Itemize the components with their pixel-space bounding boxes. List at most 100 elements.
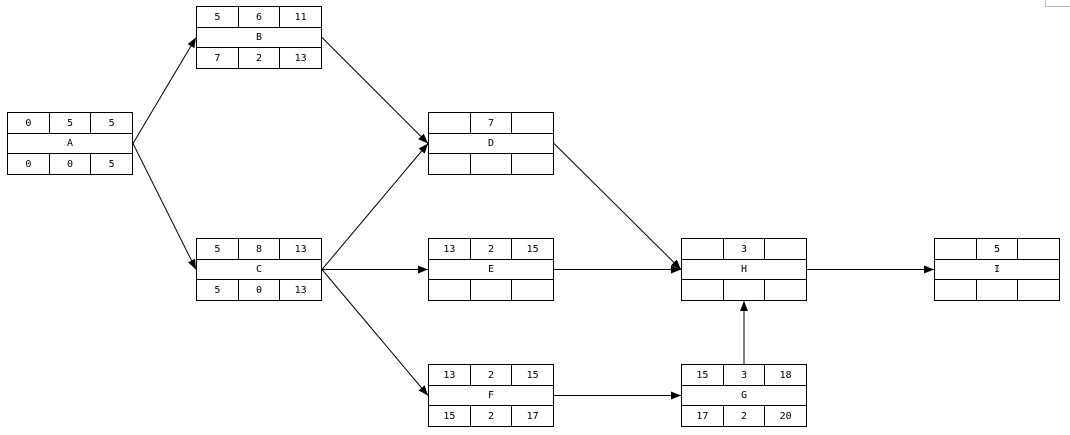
activity-name: I (993, 264, 1001, 275)
node-bottom-cell (511, 154, 553, 174)
node-bottom-row (429, 153, 553, 174)
node-name-row: F (429, 386, 553, 405)
node-bottom-cell (429, 154, 470, 174)
node-top-cell: 5 (975, 239, 1018, 259)
node-bottom-cell: 7 (214, 52, 221, 64)
node-top-cell: 3 (722, 365, 765, 385)
activity-name: F (487, 390, 495, 401)
node-name-row: D (429, 134, 553, 153)
node-top-cell (511, 113, 553, 133)
node-name-row: I (935, 260, 1059, 279)
node-top-cell (429, 113, 470, 133)
node-top-cell: 3 (722, 239, 765, 259)
node-bottom-cell (1017, 280, 1059, 300)
node-bottom-cell: 2 (237, 48, 280, 68)
node-top-row: 5 (935, 239, 1059, 260)
node-bottom-cell: 0 (237, 280, 280, 300)
edge-c-to-d (321, 143, 429, 270)
activity-name: H (740, 264, 748, 275)
node-top-cell: 5 (90, 113, 132, 133)
node-top-cell (682, 239, 723, 259)
activity-name: C (255, 264, 263, 275)
node-bottom-cell (469, 154, 512, 174)
node-name-row: B (197, 28, 321, 47)
node-top-cell: 2 (469, 239, 512, 259)
node-name-row: E (429, 260, 553, 279)
node-bottom-cell: 5 (214, 284, 221, 296)
node-top-cell: 18 (764, 365, 806, 385)
node-bottom-cell (764, 280, 806, 300)
node-top-row: 7 (429, 113, 553, 134)
activity-name: E (487, 264, 495, 275)
node-top-cell: 11 (279, 7, 321, 27)
node-bottom-row (429, 279, 553, 300)
node-top-cell (1017, 239, 1059, 259)
node-bottom-row (682, 279, 806, 300)
node-bottom-cell: 0 (25, 158, 32, 170)
node-bottom-cell: 5 (90, 154, 132, 174)
node-top-cell: 13 (443, 243, 456, 255)
node-bottom-cell (975, 280, 1018, 300)
node-bottom-row (935, 279, 1059, 300)
node-bottom-cell: 2 (722, 406, 765, 426)
node-bottom-cell (429, 280, 470, 300)
node-bottom-cell: 15 (443, 410, 456, 422)
node-bottom-cell: 13 (279, 48, 321, 68)
node-top-cell: 5 (214, 243, 221, 255)
activity-name: D (487, 138, 495, 149)
activity-name: B (255, 32, 263, 43)
node-bottom-cell (682, 280, 723, 300)
node-bottom-cell: 0 (48, 154, 91, 174)
node-bottom-cell: 2 (469, 406, 512, 426)
node-bottom-cell (511, 280, 553, 300)
node-top-cell: 2 (469, 365, 512, 385)
node-top-cell (764, 239, 806, 259)
node-top-cell: 8 (237, 239, 280, 259)
node-bottom-cell: 17 (696, 410, 709, 422)
node-top-cell (935, 239, 976, 259)
window-corner-mark (1045, 0, 1070, 7)
node-name-row: H (682, 260, 806, 279)
node-name-row: G (682, 386, 806, 405)
node-top-cell: 13 (443, 369, 456, 381)
node-top-cell: 13 (279, 239, 321, 259)
node-bottom-cell (722, 280, 765, 300)
node-name-row: C (197, 260, 321, 279)
edge-a-to-c (132, 143, 197, 270)
node-bottom-cell (469, 280, 512, 300)
node-bottom-cell: 20 (764, 406, 806, 426)
edge-a-to-b (132, 37, 197, 144)
node-top-cell: 15 (511, 365, 553, 385)
activity-name: G (740, 390, 748, 401)
node-top-row: 3 (682, 239, 806, 260)
node-bottom-cell: 17 (511, 406, 553, 426)
node-top-cell: 15 (696, 369, 709, 381)
node-top-cell: 5 (214, 11, 221, 23)
node-top-cell: 15 (511, 239, 553, 259)
node-top-cell: 0 (25, 117, 32, 129)
edge-d-to-h (553, 143, 682, 270)
node-top-cell: 7 (469, 113, 512, 133)
edge-c-to-f (321, 269, 429, 396)
edge-b-to-d (321, 37, 429, 144)
node-name-row: A (8, 134, 132, 153)
node-top-cell: 5 (48, 113, 91, 133)
